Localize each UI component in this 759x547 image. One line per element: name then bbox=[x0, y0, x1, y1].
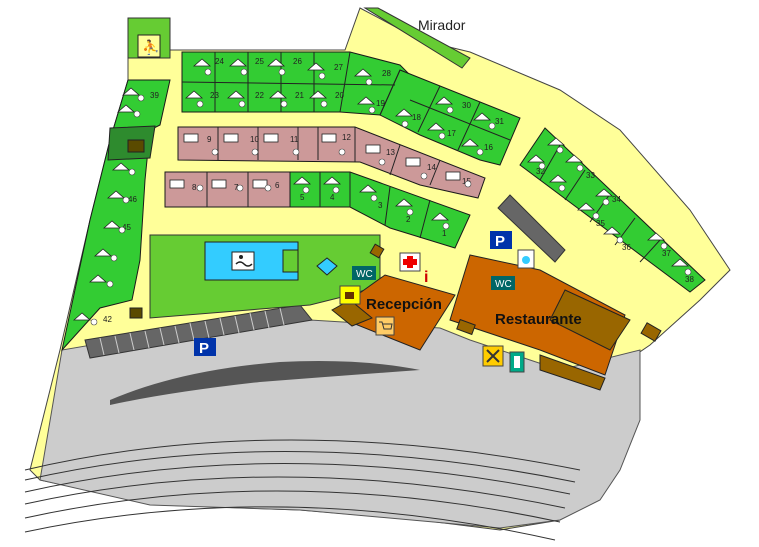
svg-text:13: 13 bbox=[386, 148, 395, 157]
svg-text:24: 24 bbox=[215, 57, 224, 66]
svg-text:9: 9 bbox=[207, 135, 212, 144]
wc-icon: WC bbox=[352, 266, 376, 280]
small-building bbox=[456, 318, 476, 336]
first-aid-icon bbox=[399, 252, 421, 272]
svg-text:32: 32 bbox=[536, 167, 545, 176]
svg-text:3: 3 bbox=[378, 201, 383, 210]
svg-text:38: 38 bbox=[685, 275, 694, 284]
svg-text:36: 36 bbox=[622, 243, 631, 252]
road-edge-3 bbox=[24, 463, 571, 495]
tents-lower bbox=[292, 176, 450, 230]
svg-text:20: 20 bbox=[335, 91, 344, 100]
road-edge-2 bbox=[24, 451, 576, 483]
left-small-building bbox=[127, 139, 145, 153]
phone-icon bbox=[509, 351, 525, 373]
cafe-icon bbox=[339, 285, 361, 305]
svg-text:27: 27 bbox=[334, 63, 343, 72]
mirador-label: Mirador bbox=[418, 17, 466, 33]
small-building bbox=[640, 322, 662, 342]
svg-text:23: 23 bbox=[210, 91, 219, 100]
svg-text:35: 35 bbox=[596, 219, 605, 228]
svg-text:P: P bbox=[199, 340, 209, 357]
caravans-pink-bottom bbox=[169, 179, 272, 192]
svg-text:8: 8 bbox=[192, 183, 197, 192]
svg-text:14: 14 bbox=[427, 163, 436, 172]
svg-text:5: 5 bbox=[300, 193, 305, 202]
svg-text:12: 12 bbox=[342, 133, 351, 142]
road-edge-6 bbox=[24, 506, 556, 541]
svg-text:16: 16 bbox=[484, 143, 493, 152]
parking-icon: P bbox=[490, 231, 512, 250]
plot-numbers-lower: 5 4 3 2 1 bbox=[300, 193, 447, 238]
tents-right bbox=[526, 137, 692, 276]
parking-strip-right bbox=[497, 194, 566, 263]
reception-label: Recepción bbox=[366, 296, 442, 313]
svg-text:18: 18 bbox=[412, 113, 421, 122]
svg-text:31: 31 bbox=[495, 117, 504, 126]
small-building bbox=[369, 243, 385, 259]
laundry-icon bbox=[517, 249, 535, 269]
svg-text:37: 37 bbox=[662, 249, 671, 258]
svg-text:WC: WC bbox=[356, 269, 373, 280]
pool-swim-icon bbox=[231, 251, 255, 271]
plot-numbers-right: 32 33 34 35 36 37 38 bbox=[536, 167, 694, 284]
wc-icon: WC bbox=[491, 276, 515, 290]
plot-label: 42 bbox=[103, 315, 112, 324]
svg-text:25: 25 bbox=[255, 57, 264, 66]
shop-cart-icon bbox=[375, 316, 395, 336]
svg-text:17: 17 bbox=[447, 129, 456, 138]
restaurant-label: Restaurante bbox=[495, 311, 582, 328]
sports-icon: ⛹ bbox=[137, 34, 161, 58]
plot-numbers-pink-bottom: 8 7 6 bbox=[192, 181, 280, 192]
road-edge-1 bbox=[24, 439, 581, 471]
svg-text:19: 19 bbox=[376, 99, 385, 108]
road-island bbox=[110, 361, 420, 405]
svg-text:26: 26 bbox=[293, 57, 302, 66]
kiddie-pool bbox=[316, 257, 338, 276]
tools-icon bbox=[482, 345, 504, 367]
restaurant-annex bbox=[549, 289, 631, 351]
svg-text:7: 7 bbox=[234, 183, 239, 192]
plot-label: 45 bbox=[122, 223, 131, 232]
svg-text:4: 4 bbox=[330, 193, 335, 202]
info-icon: i bbox=[424, 269, 428, 286]
svg-text:WC: WC bbox=[495, 279, 512, 290]
road-edge-4 bbox=[24, 476, 566, 509]
svg-text:22: 22 bbox=[255, 91, 264, 100]
parking-icon: P bbox=[194, 338, 216, 357]
svg-text:30: 30 bbox=[462, 101, 471, 110]
caravans-pink-top bbox=[183, 133, 472, 188]
mirador-area bbox=[363, 7, 471, 69]
parking-lines-bottom bbox=[99, 307, 285, 356]
svg-text:34: 34 bbox=[612, 195, 621, 204]
svg-text:P: P bbox=[495, 233, 505, 250]
left-small-building-2 bbox=[129, 307, 143, 319]
svg-text:⛹: ⛹ bbox=[142, 38, 159, 56]
svg-text:28: 28 bbox=[382, 69, 391, 78]
svg-text:1: 1 bbox=[442, 229, 447, 238]
svg-text:21: 21 bbox=[295, 91, 304, 100]
tents-top bbox=[184, 58, 496, 156]
parking-strip-bottom bbox=[84, 304, 313, 359]
plot-numbers-top: 24 25 26 27 28 23 22 21 20 19 18 30 17 3… bbox=[210, 57, 504, 152]
plot-label: 39 bbox=[150, 91, 159, 100]
road-edge-5 bbox=[24, 490, 561, 523]
svg-text:10: 10 bbox=[250, 135, 259, 144]
svg-text:2: 2 bbox=[406, 215, 411, 224]
left-column-tents bbox=[72, 87, 145, 326]
restaurant-terrace bbox=[539, 354, 606, 391]
svg-text:33: 33 bbox=[586, 171, 595, 180]
svg-text:6: 6 bbox=[275, 181, 280, 190]
plot-label: 46 bbox=[128, 195, 137, 204]
green-plots-top bbox=[181, 51, 521, 166]
pink-plots-bottom bbox=[164, 171, 291, 208]
svg-text:11: 11 bbox=[290, 135, 299, 144]
